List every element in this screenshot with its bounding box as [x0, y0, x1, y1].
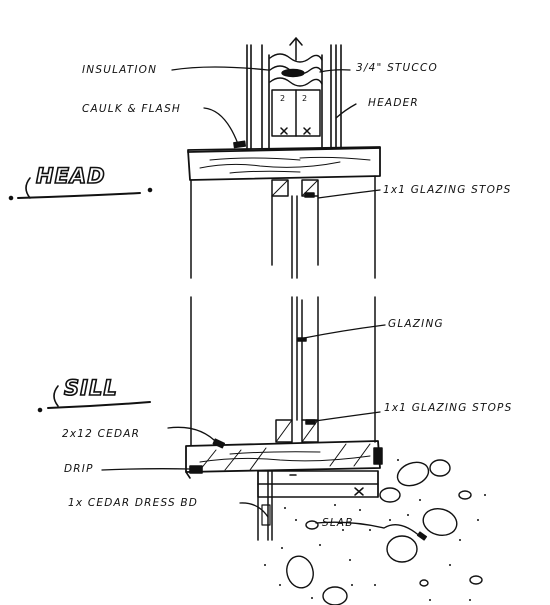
head-title: HEAD: [35, 163, 106, 189]
sill-window-lines: [191, 297, 375, 445]
slab-stipple: [264, 459, 486, 601]
sill-framing: [258, 448, 382, 540]
insulation-label: INSULATION: [82, 64, 158, 76]
slab-label: SLAB: [322, 517, 354, 529]
head-title-underline: [10, 178, 152, 199]
sill-leaders: [102, 325, 426, 540]
sill-title-underline: [39, 386, 150, 411]
sill-board: [186, 441, 380, 472]
header-label: HEADER: [368, 97, 419, 109]
drip-label: DRIP: [64, 463, 94, 475]
head-jamb-board: [188, 147, 380, 180]
glazing-stops-sill-label: 1x1 GLAZING STOPS: [384, 402, 513, 414]
head-glazing-stops: [272, 180, 318, 197]
stucco-label: 3/4" STUCCO: [356, 62, 438, 74]
head-leaders: [172, 67, 380, 198]
svg-text:2: 2: [280, 94, 285, 103]
cedar-2x12-label: 2x12 CEDAR: [62, 428, 141, 440]
slab-gravel: [283, 458, 482, 605]
sill-glazing-stops: [276, 420, 318, 442]
header-block: 2 2: [272, 90, 320, 136]
dress-board-label: 1x CEDAR DRESS BD: [68, 497, 199, 509]
caulk-flash-label: CAULK & FLASH: [82, 103, 182, 115]
sill-title: SILL: [63, 375, 118, 401]
glazing-stops-head-label: 1x1 GLAZING STOPS: [383, 184, 512, 196]
head-window-lines: [191, 176, 375, 278]
svg-text:2: 2: [302, 94, 307, 103]
head-wall-assembly: [247, 45, 341, 148]
glazing-label: GLAZING: [388, 318, 444, 330]
insulation-hatch: [270, 54, 322, 86]
head-arrow-icon: [290, 38, 302, 60]
